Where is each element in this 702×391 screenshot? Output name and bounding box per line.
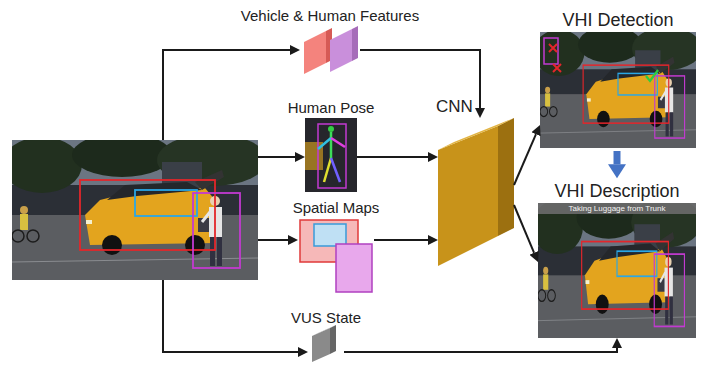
part-map [314, 224, 346, 246]
vehicle-feature [304, 31, 326, 74]
pose-image [305, 118, 357, 192]
pose-limb [324, 158, 331, 182]
feature-icons [304, 26, 358, 74]
node-heading: VHI Description [554, 181, 679, 202]
vus-front [312, 328, 330, 362]
human-map [336, 244, 372, 292]
flow-arrow [258, 156, 295, 158]
human-feature-top [330, 26, 358, 40]
node-heading: Human Pose [288, 99, 375, 116]
human-feature [330, 29, 352, 72]
flow-arrow [357, 156, 428, 158]
node-heading: Vehicle & Human Features [241, 7, 419, 24]
block-label: CNN [436, 97, 473, 117]
detection-image [534, 26, 702, 148]
input-image-panel [12, 140, 258, 280]
pose-limb [330, 132, 333, 158]
node-heading: VHI Detection [562, 10, 673, 31]
flow-arrow [514, 134, 536, 185]
flow-arrow [163, 280, 298, 352]
pose-node: Human Pose [305, 118, 357, 192]
accept-mark [646, 70, 658, 81]
pose-ground [305, 118, 357, 192]
cnn-node: CNN [438, 118, 514, 268]
spatial-map-node: Spatial Maps [298, 218, 374, 294]
detection-marks [544, 38, 658, 81]
output-image-node: VHI Detection [540, 32, 696, 148]
flow-arrow [514, 205, 534, 253]
spatial-maps [300, 220, 372, 292]
vus-top [312, 325, 336, 336]
input-image [2, 133, 267, 280]
cnn-front [438, 126, 498, 266]
reject-mark [549, 44, 557, 52]
flow-arrow [163, 50, 290, 140]
feature-node: Vehicle & Human Features [300, 26, 360, 74]
description-image [532, 196, 702, 338]
vus-side [330, 325, 336, 354]
cnn-side [498, 118, 514, 236]
flow-arrow [344, 348, 617, 352]
state-node: VUS State [308, 328, 344, 362]
block-arrow [614, 151, 621, 164]
pose-limb [331, 158, 340, 182]
cnn-block [438, 118, 514, 266]
candidate-box [544, 38, 558, 64]
vehicle-feature-top [304, 28, 332, 42]
flow-arrow [258, 239, 288, 241]
pose-limb [318, 138, 331, 149]
caption-bar: Taking Luggage from Trunk [538, 203, 696, 214]
node-heading: Spatial Maps [293, 199, 380, 216]
output-image-node: VHI DescriptionTaking Luggage from Trunk [538, 203, 696, 338]
cnn-top [438, 118, 514, 150]
node-heading: VUS State [291, 309, 361, 326]
human-feature-side [352, 26, 358, 61]
pose-joint [328, 126, 334, 132]
pose-limb [331, 138, 345, 147]
vus-icon [312, 325, 336, 362]
flow-arrow [374, 239, 428, 241]
pose-box [318, 124, 346, 188]
reject-mark [553, 64, 561, 72]
